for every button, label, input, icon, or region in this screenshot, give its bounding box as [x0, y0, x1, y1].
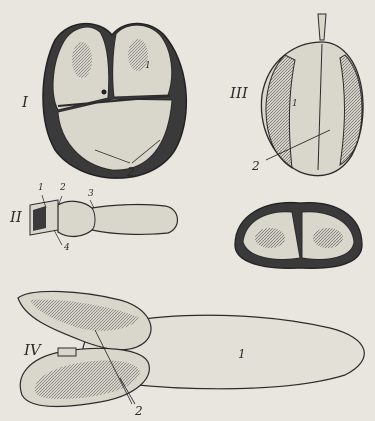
- figure-i-left-texture: [72, 42, 92, 78]
- figure-iii-stalk: [318, 14, 326, 40]
- figure-ii-part-2-label: 2: [60, 184, 66, 193]
- figure-iii-drawing: [261, 14, 363, 176]
- figure-ii-cup-shade: [33, 206, 46, 231]
- figure-i-label: I: [22, 95, 28, 110]
- cross-section-right-texture: [313, 228, 343, 248]
- figure-i-part-1-label: 1: [145, 62, 151, 71]
- figure-ii-part-3-label: 3: [88, 190, 94, 199]
- figure-ii-part-4-label: 4: [64, 244, 70, 253]
- cross-section-left-texture: [255, 228, 285, 248]
- figure-i-drawing: [43, 24, 186, 179]
- figure-i-center-dot: [102, 90, 107, 95]
- figure-iii-part-1-label: 1: [292, 100, 298, 109]
- figure-ii-drawing: [30, 195, 177, 245]
- figure-iv-part-1-label: 1: [238, 348, 246, 360]
- figure-iv-stalk: [58, 348, 76, 356]
- figure-iv-drawing: [18, 291, 364, 406]
- figure-iv-part-2-label: 2: [135, 405, 143, 417]
- figure-iii-part-2-label: 2: [252, 160, 260, 172]
- figure-i-part-2-label: 2: [127, 166, 135, 178]
- figure-iv-label: IV: [24, 343, 41, 358]
- figure-ii-part-1-label: 1: [38, 184, 44, 193]
- figure-ii-body: [58, 201, 177, 236]
- cross-section-drawing: [235, 203, 362, 269]
- figure-ii-label: II: [10, 210, 22, 225]
- figure-iii-label: III: [230, 86, 248, 101]
